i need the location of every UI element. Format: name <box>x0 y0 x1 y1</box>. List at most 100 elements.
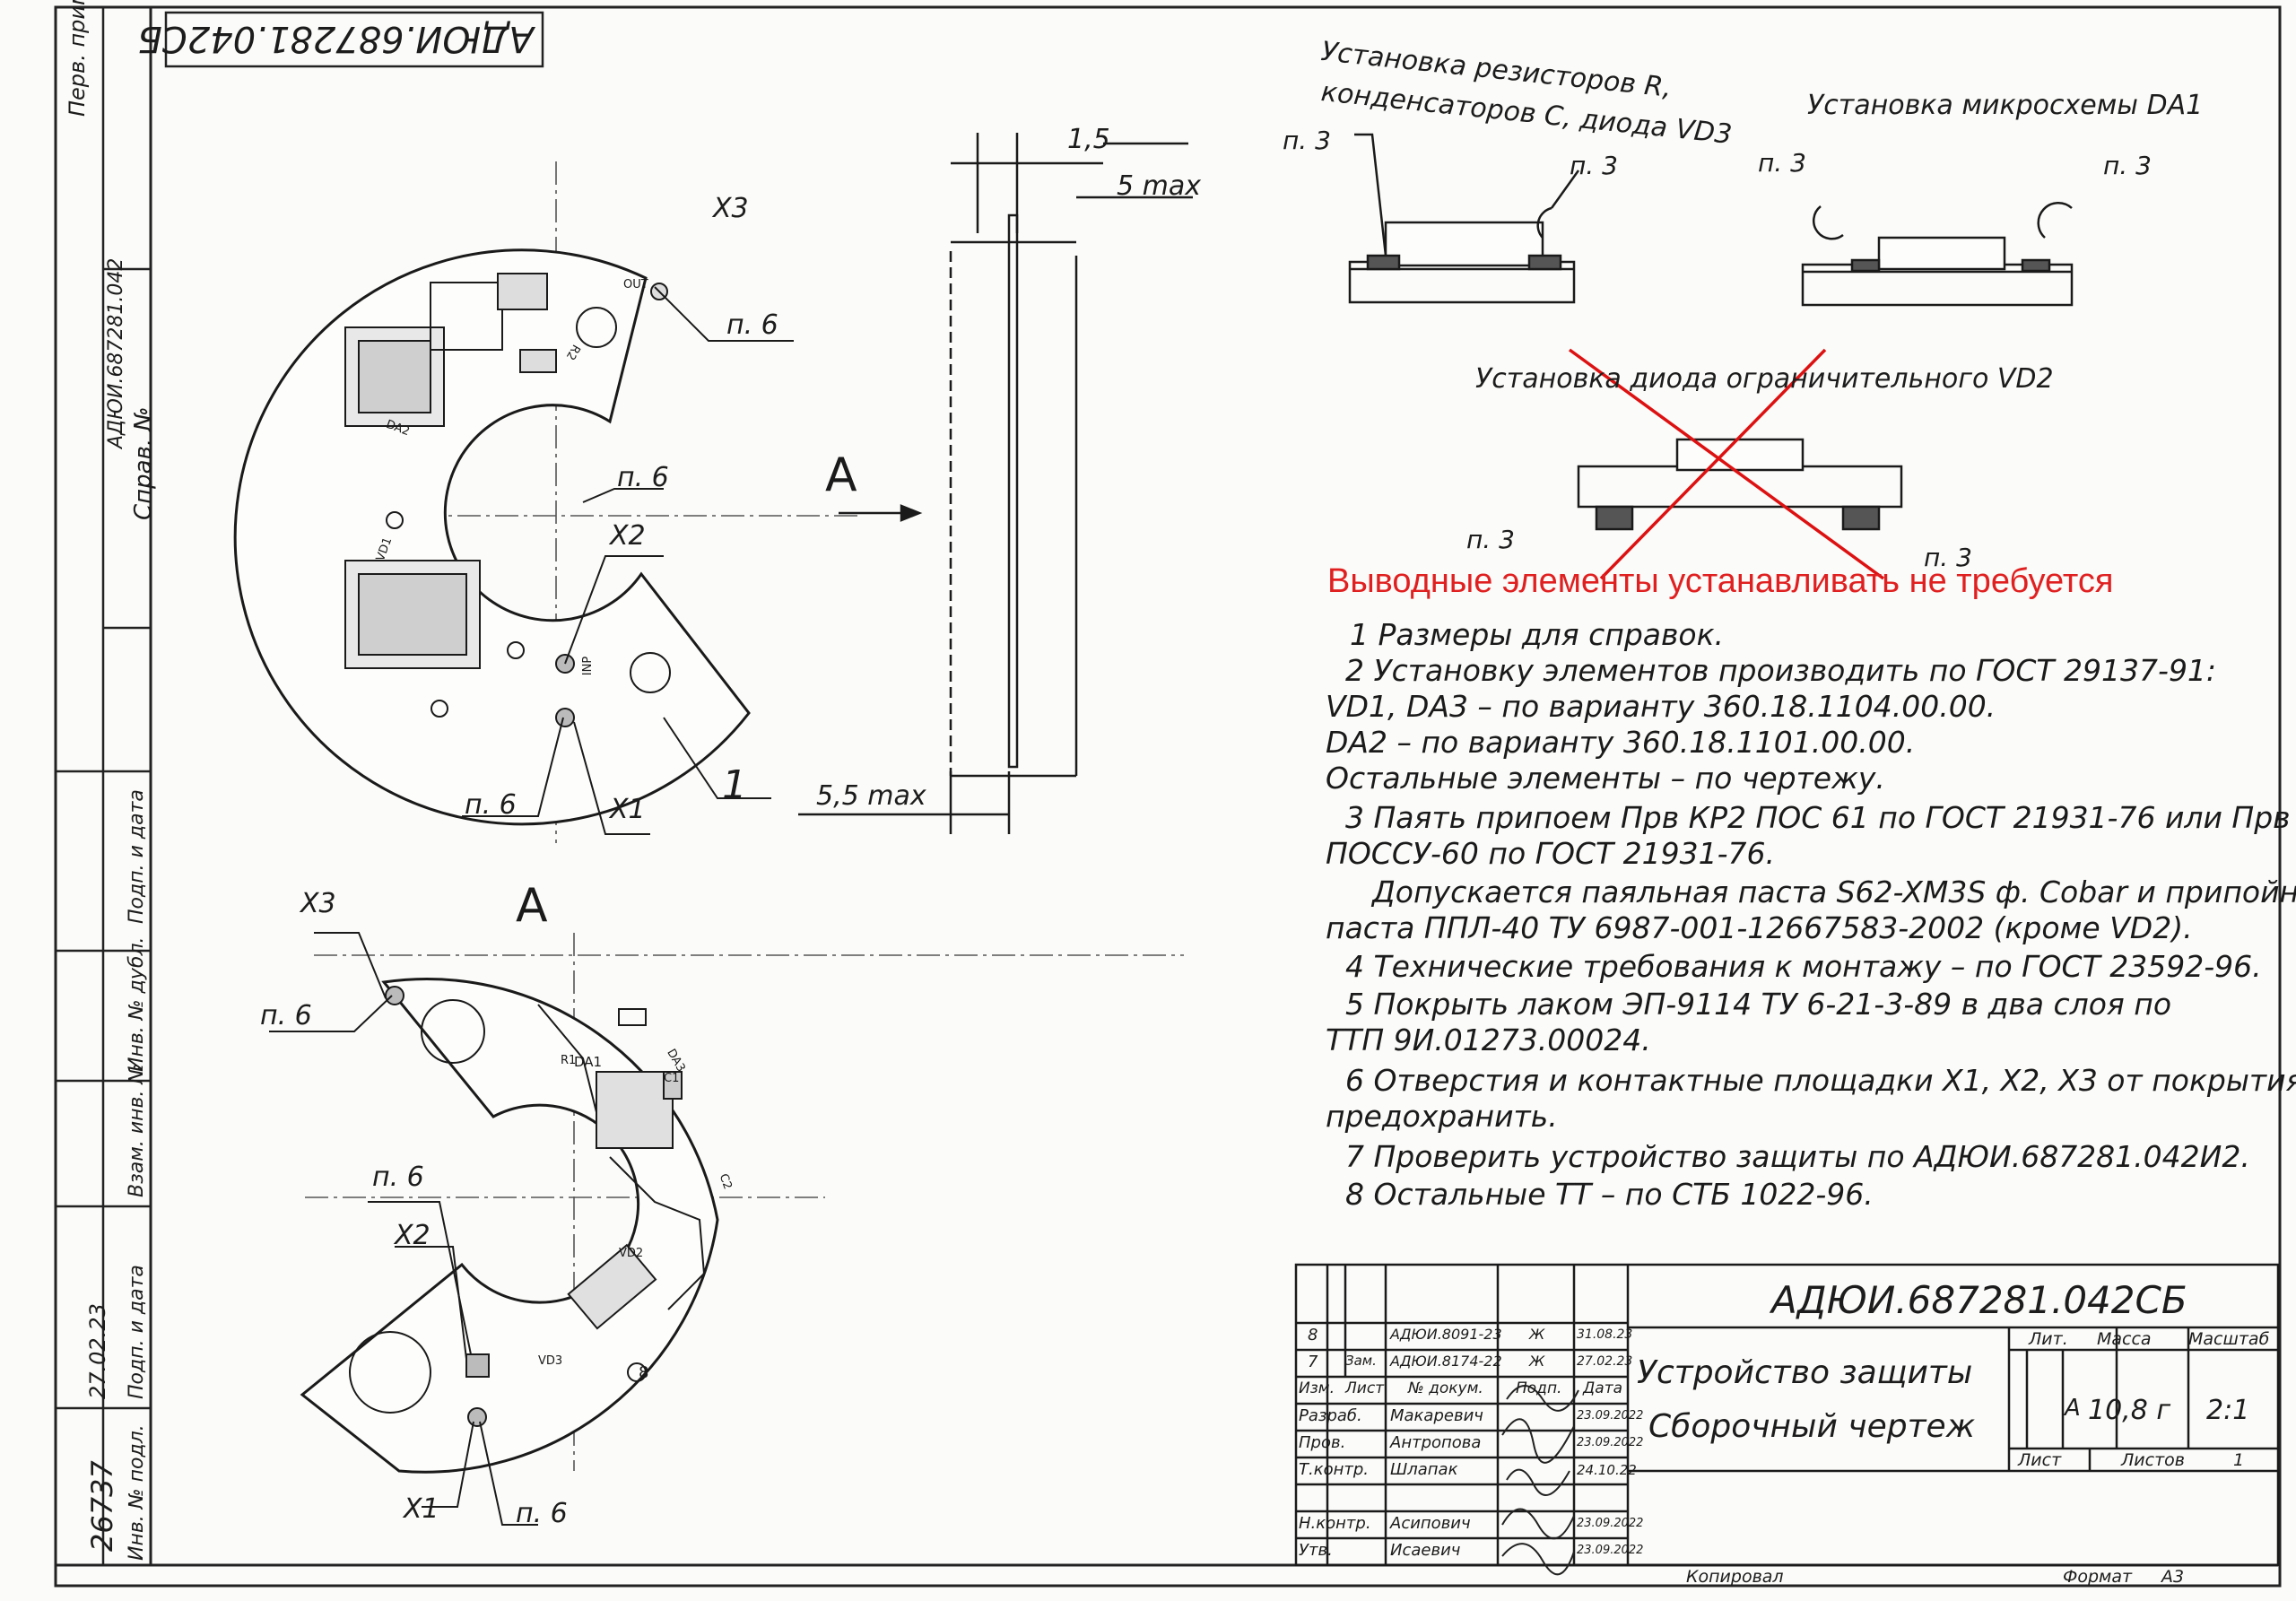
person-role: Разраб. <box>1299 1406 1362 1425</box>
red-cross-out <box>1568 348 1885 580</box>
install-da1-p3-left: п. 3 <box>1758 148 1806 178</box>
side-profile <box>798 133 1193 834</box>
tb-name-line1: Устройство защиты <box>1637 1354 1973 1391</box>
hdr-data: Дата <box>1583 1379 1623 1397</box>
note-line: 2 Установку элементов производить по ГОС… <box>1345 653 2217 688</box>
signature-scribbles <box>1501 1385 1579 1576</box>
rev-date: 27.02.23 <box>1577 1354 1633 1369</box>
callout-x1-a: X1 <box>404 1493 439 1525</box>
note-line: ПОССУ-60 по ГОСТ 21931-76. <box>1326 836 1776 871</box>
person-name: Шлапак <box>1390 1460 1458 1479</box>
person-role: Н.контр. <box>1299 1514 1371 1533</box>
note-line: VD1, DA3 – по варианту 360.18.1104.00.00… <box>1326 689 1996 724</box>
person-role: Пров. <box>1299 1433 1346 1452</box>
install-r-p3-right: п. 3 <box>1570 151 1618 180</box>
rev-doc: АДЮИ.8091-23 <box>1390 1326 1502 1343</box>
install-vd2-title: Установка диода ограничительного VD2 <box>1475 363 2054 395</box>
rev-zam: Зам. <box>1345 1353 1377 1369</box>
person-name: Асипович <box>1390 1514 1471 1533</box>
note-line: 6 Отверстия и контактные площадки X1, X2… <box>1345 1063 2296 1098</box>
person-name: Исаевич <box>1390 1541 1461 1560</box>
tb-sheets-label: Листов <box>2121 1450 2185 1470</box>
pcb-label-out: OUT <box>623 278 648 291</box>
title-block-frame <box>1294 1263 2280 1567</box>
person-date: 23.09.2022 <box>1577 1409 1644 1423</box>
tb-scale-label: Масштаб <box>2188 1329 2270 1349</box>
callout-p6-top2: п. 6 <box>617 462 669 493</box>
pcb-label-num: 8 <box>639 1363 649 1382</box>
tb-lit-label: Лит. <box>2029 1329 2068 1349</box>
rev-num: 7 <box>1308 1353 1318 1371</box>
rev-num: 8 <box>1308 1326 1318 1344</box>
sprav-label: Справ. № <box>130 406 157 520</box>
red-note: Выводные элементы устанавливать не требу… <box>1327 562 2114 600</box>
install-da1-title: Установка микросхемы DA1 <box>1807 90 2204 121</box>
callout-1: 1 <box>722 762 747 808</box>
person-name: Антропова <box>1390 1433 1482 1452</box>
install-vd2-p3-left: п. 3 <box>1466 525 1515 554</box>
note-line: Допускается паяльная паста S62-XM3S ф. C… <box>1372 874 2296 909</box>
callout-p6-top3: п. 6 <box>465 789 517 821</box>
install-vd2-p3-right: п. 3 <box>1924 543 1972 572</box>
person-name: Макаревич <box>1390 1406 1483 1425</box>
note-line: 7 Проверить устройство защиты по АДЮИ.68… <box>1345 1139 2250 1174</box>
tb-scale-value: 2:1 <box>2206 1395 2250 1426</box>
pcb-top-details <box>344 273 671 727</box>
inv-dubl-label: Инв. № дубл. <box>126 936 148 1072</box>
hdr-izm: Изм. <box>1299 1379 1335 1397</box>
callout-p6-a3: п. 6 <box>516 1498 568 1529</box>
callout-leaders-a <box>269 932 538 1526</box>
tb-lit-value: А <box>2065 1395 2081 1422</box>
tb-name-line2: Сборочный чертеж <box>1648 1408 1976 1445</box>
pcb-view-a-details <box>349 986 706 1427</box>
note-line: DA2 – по варианту 360.18.1101.00.00. <box>1326 725 1916 760</box>
pcb-label-inp: INP <box>581 656 596 676</box>
pcb-label-vd2: VD2 <box>619 1247 644 1260</box>
install-sketch-da1 <box>1801 201 2074 307</box>
callout-x1-top: X1 <box>610 794 646 825</box>
hdr-doc: № докум. <box>1408 1379 1483 1397</box>
callout-p6-a1: п. 6 <box>260 1000 312 1031</box>
tb-sheets-value: 1 <box>2233 1450 2245 1470</box>
podp-data-label2: Подп. и дата <box>126 1265 148 1399</box>
callout-x3-top: X3 <box>713 193 749 224</box>
hdr-list: Лист <box>1345 1379 1385 1397</box>
podp-data-label: Подп. и дата <box>126 789 148 924</box>
perv-primen-label: Перв. примен. <box>65 0 90 117</box>
note-line: паста ППЛ-40 ТУ 6987-001-12667583-2002 (… <box>1326 910 2193 945</box>
pcb-view-a <box>300 978 719 1474</box>
rev-date: 31.08.23 <box>1577 1327 1633 1342</box>
install-r-p3-left: п. 3 <box>1283 126 1331 155</box>
rev-doc: АДЮИ.8174-22 <box>1390 1353 1502 1370</box>
pcb-label-da1: DA1 <box>574 1054 603 1070</box>
side-column-frame <box>56 7 151 1565</box>
callout-x3-a: X3 <box>300 888 336 919</box>
note-line: 8 Остальные ТТ – по СТБ 1022-96. <box>1345 1177 1874 1212</box>
tb-mass-label: Масса <box>2097 1329 2152 1349</box>
tb-format-value: А3 <box>2161 1567 2185 1587</box>
view-a-title: A <box>516 879 548 933</box>
hdr-podp: Подп. <box>1516 1379 1562 1397</box>
tb-format-label: Формат <box>2063 1567 2133 1587</box>
dim-1-5: 1,5 <box>1067 124 1110 155</box>
install-sketch-r <box>1348 133 1580 304</box>
note-line: ТТП 9И.01273.00024. <box>1326 1022 1651 1057</box>
person-date: 23.09.2022 <box>1577 1544 1644 1557</box>
top-stamp: АДЮИ.687281.042СБ <box>137 18 534 59</box>
vzam-label: Взам. инв. № <box>126 1063 148 1197</box>
rev-sign: Ж <box>1529 1326 1545 1343</box>
view-arrow-label: A <box>825 448 857 502</box>
install-da1-p3-right: п. 3 <box>2103 151 2152 180</box>
note-line: 5 Покрыть лаком ЭП-9114 ТУ 6-21-3-89 в д… <box>1345 987 2172 1022</box>
pcb-label-c1: C1 <box>664 1072 680 1085</box>
tb-designation: АДЮИ.687281.042СБ <box>1771 1278 2187 1322</box>
person-role: Т.контр. <box>1299 1460 1370 1479</box>
person-date: 23.09.2022 <box>1577 1436 1644 1449</box>
dim-5max: 5 max <box>1117 170 1201 202</box>
callout-x2-top: X2 <box>610 520 646 552</box>
podp-data-value: 27.02.23 <box>85 1303 110 1399</box>
perv-primen-value: АДЮИ.687281.042 <box>105 257 127 448</box>
callout-p6-top1: п. 6 <box>726 309 778 341</box>
note-line: Остальные элементы – по чертежу. <box>1326 761 1885 796</box>
